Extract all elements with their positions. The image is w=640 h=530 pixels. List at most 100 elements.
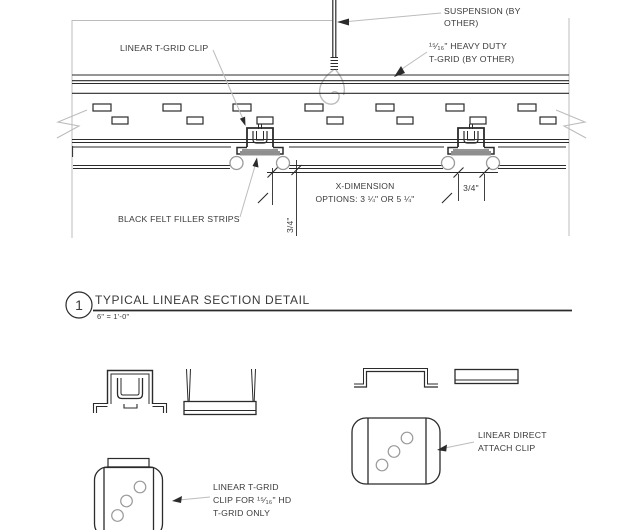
x-dimension-options-text: OPTIONS: 3 ¼" OR 5 ¼" — [315, 194, 414, 204]
tgrid-label-line2: T-GRID (BY OTHER) — [429, 54, 514, 64]
web-slot — [186, 116, 204, 125]
leader-line — [444, 441, 475, 449]
felt-filler-strip — [451, 151, 491, 156]
direct-attach-clip-detail-views: LINEAR DIRECT ATTACH CLIP — [351, 368, 547, 485]
direct-clip-label-line1: LINEAR DIRECT — [478, 430, 547, 440]
tgrid-carrier — [56, 74, 587, 144]
clip-base — [183, 400, 257, 416]
clip-hook-left — [447, 146, 458, 155]
x-dimension-text: X-DIMENSION — [336, 181, 395, 191]
linear-panels — [72, 146, 566, 171]
clip-hole — [120, 494, 133, 508]
panel-bullnose — [485, 155, 501, 171]
suspension-wire — [318, 0, 346, 105]
linear-clip-label: LINEAR T-GRID CLIP — [120, 43, 208, 53]
web-slot — [326, 116, 344, 125]
clip-hole — [400, 431, 414, 445]
clip-hole — [111, 509, 124, 522]
callout-linear-tgrid-clip: LINEAR T-GRID CLIP — [120, 43, 246, 126]
detail-scale: 6" = 1'-0" — [97, 312, 129, 321]
break-mark-left — [56, 109, 88, 139]
web-slot — [304, 103, 324, 112]
leader-line — [212, 49, 244, 120]
reveal-dimension-text: 3/4" — [463, 183, 479, 193]
leader-arrow — [337, 18, 349, 26]
clip-hook-right — [484, 146, 495, 155]
panel-3 — [498, 146, 566, 170]
grid-bulb-outer — [463, 131, 479, 144]
hat-profile-inner — [354, 368, 438, 385]
callouts: SUSPENSION (BY OTHER) ¹⁵⁄₁₆" HEAVY DUTY … — [118, 6, 521, 224]
clip-face — [351, 417, 441, 485]
panel-2 — [289, 146, 444, 170]
web-slot — [162, 103, 182, 112]
clip-face — [93, 466, 164, 530]
wire-twist — [330, 57, 338, 70]
clip-hole — [387, 445, 401, 458]
leader-line — [239, 165, 256, 218]
clip-flange-left — [92, 402, 108, 413]
leader-line — [398, 51, 428, 72]
panel-1 — [73, 146, 231, 170]
hat-profile-outer — [354, 370, 438, 388]
tgrid-clip-detail-label-line2: CLIP FOR ¹⁵⁄₁₆" HD — [213, 495, 291, 505]
leader-arrow — [437, 444, 447, 452]
clip-body — [457, 127, 485, 147]
web-slot — [232, 103, 252, 112]
carrier-line-2 — [72, 80, 569, 85]
panel-depth-dimension-text: 3/4" — [285, 217, 295, 233]
clip-outline — [106, 369, 154, 404]
panel-bullnose — [229, 155, 244, 171]
clip-hook-left — [236, 146, 247, 155]
web-slot — [111, 116, 129, 125]
leader-arrow — [172, 496, 182, 503]
dimensions: X-DIMENSION OPTIONS: 3 ¼" OR 5 ¼" 3/4" 3… — [257, 160, 498, 236]
clip-hole — [133, 480, 147, 494]
tgrid-clip-detail-label-line1: LINEAR T-GRID — [213, 482, 279, 492]
direct-clip-label-line2: ATTACH CLIP — [478, 443, 535, 453]
felt-label: BLACK FELT FILLER STRIPS — [118, 214, 240, 224]
suspension-label-line1: SUSPENSION (BY — [444, 6, 521, 16]
web-slot — [469, 116, 487, 125]
detail-title: TYPICAL LINEAR SECTION DETAIL — [95, 293, 310, 307]
callout-tgrid-clip-detail: LINEAR T-GRID CLIP FOR ¹⁵⁄₁₆" HD T-GRID … — [172, 482, 291, 518]
felt-filler-strip — [240, 151, 280, 156]
leader-arrow — [252, 157, 259, 168]
direct-clip-front-view — [351, 417, 441, 485]
clip-fold-lines — [103, 466, 155, 530]
grid-bulb-inner — [256, 131, 264, 141]
dimension-ticks — [257, 164, 490, 204]
tgrid-clip-section-view — [92, 369, 168, 413]
direct-clip-side-view — [454, 368, 519, 385]
callout-black-felt: BLACK FELT FILLER STRIPS — [118, 157, 259, 224]
tgrid-clip-detail-label-line3: T-GRID ONLY — [213, 508, 270, 518]
wire-lines — [332, 0, 337, 57]
callout-suspension: SUSPENSION (BY OTHER) — [337, 6, 521, 28]
leader-line — [178, 496, 211, 501]
tgrid-clip-front-view — [93, 457, 164, 530]
clip-flange-right — [152, 402, 168, 413]
direct-clip-section-view — [354, 368, 438, 388]
callout-direct-attach-clip: LINEAR DIRECT ATTACH CLIP — [437, 430, 547, 453]
panel-bullnose — [275, 155, 291, 171]
web-slot — [92, 103, 112, 112]
tgrid-clip-side-view — [183, 368, 257, 416]
grid-bulb-inner — [467, 131, 475, 141]
title-block: 1 TYPICAL LINEAR SECTION DETAIL 6" = 1'-… — [65, 291, 572, 321]
clip-inner-wall — [110, 373, 150, 404]
leader-arrow — [239, 116, 246, 126]
detail-number: 1 — [75, 297, 83, 313]
suspension-label-line2: OTHER) — [444, 18, 479, 28]
carrier-flange-lines — [72, 138, 569, 144]
break-mark-right — [555, 109, 587, 139]
leader-arrow — [394, 66, 405, 77]
clip-hole — [375, 458, 389, 472]
clip-fold-lines — [367, 418, 427, 484]
leader-line — [347, 12, 442, 22]
web-slot — [396, 116, 414, 125]
detail-number-bubble — [65, 291, 93, 319]
clip-channel-outer — [116, 378, 144, 400]
web-slots-row-1 — [92, 103, 537, 112]
